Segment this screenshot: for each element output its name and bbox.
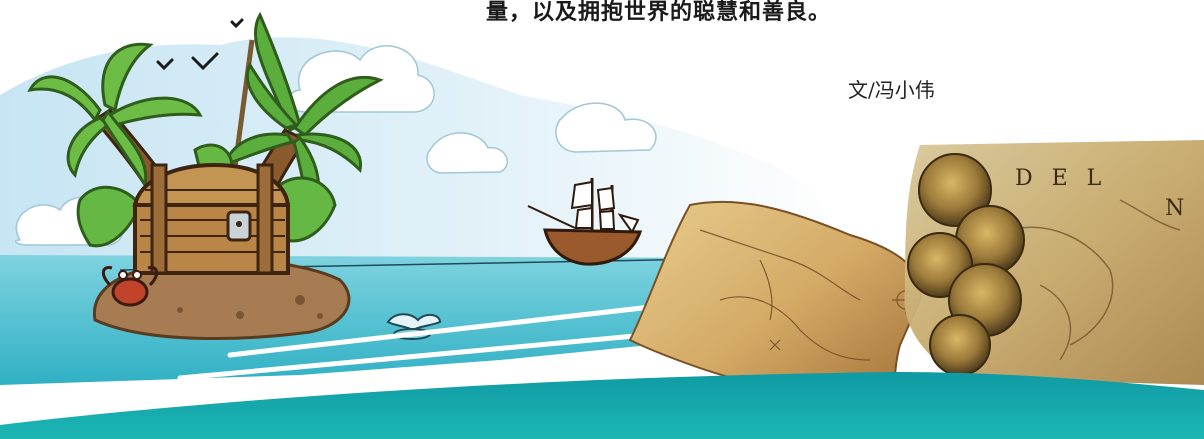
article-closing-line: 量，以及拥抱世界的聪慧和善良。 [486, 0, 832, 25]
article-author: 文/冯小伟 [848, 78, 935, 102]
bottom-wave-band [0, 372, 1204, 439]
antique-map-letters-top: D E L [1015, 166, 1107, 191]
antique-world-map: D E L N O [904, 140, 1204, 385]
birds [156, 18, 244, 71]
gold-coins [907, 153, 1025, 376]
crab [102, 265, 158, 307]
sailing-ship [527, 178, 643, 266]
treasure-island [92, 258, 351, 340]
treasure-chest [132, 162, 291, 275]
antique-map-letter-right: N O [1165, 196, 1204, 221]
island-bushes [76, 143, 337, 248]
